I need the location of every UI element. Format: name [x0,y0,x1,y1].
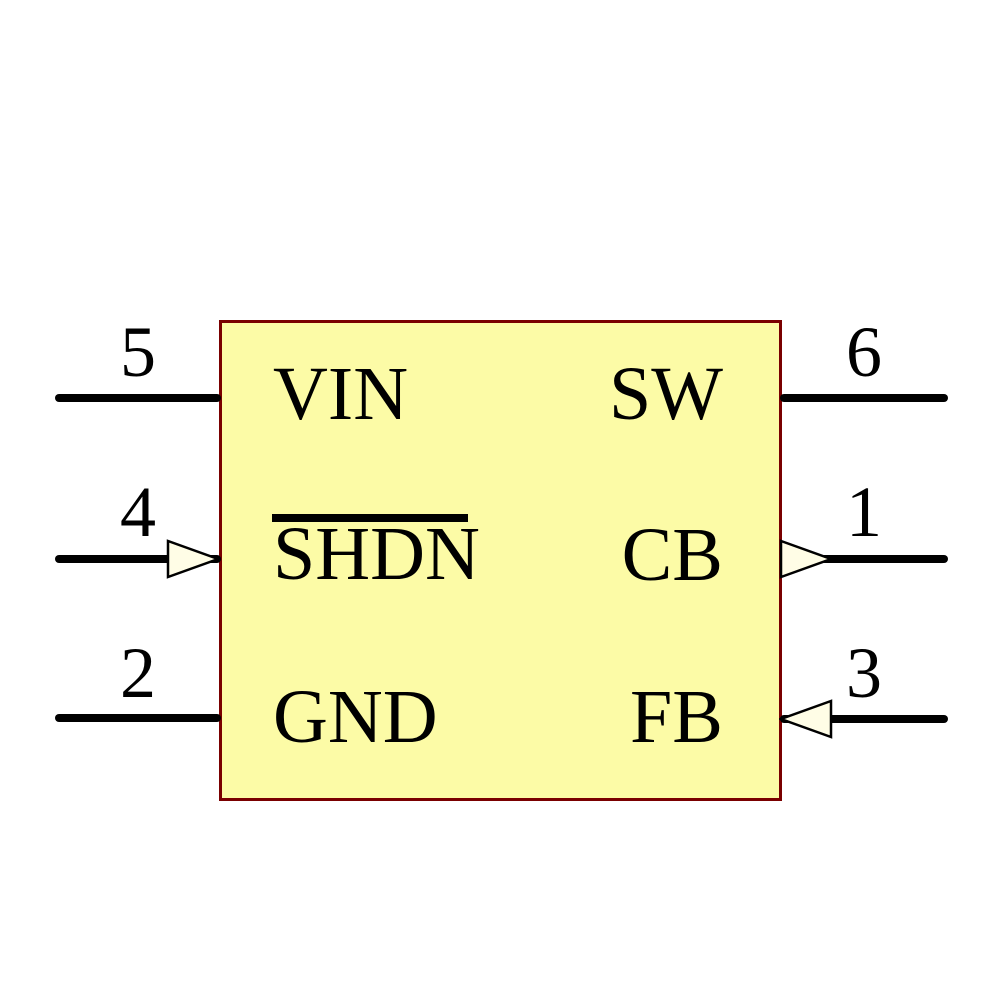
input-arrow-icon [779,699,833,739]
input-arrow-icon [166,539,220,579]
pin-sw-label: SW [609,352,723,436]
shdn-overline [272,514,468,522]
ic-body[interactable] [219,320,782,801]
pin-cb-label: CB [621,513,723,597]
pin-3-fb-wire[interactable] [780,715,948,723]
pin-gnd-label: GND [273,675,438,759]
pin-shdn-label: SHDN [273,512,480,596]
pin-4-number: 4 [120,472,156,552]
pin-6-number: 6 [846,312,882,392]
pin-fb-label: FB [630,675,723,759]
pin-2-gnd-wire[interactable] [55,714,221,722]
output-arrow-icon [779,539,833,579]
pin-5-vin-wire[interactable] [55,394,221,402]
pin-3-number: 3 [846,633,882,713]
pin-4-shdn-wire[interactable] [55,555,221,563]
pin-6-sw-wire[interactable] [780,394,948,402]
pin-vin-label: VIN [273,352,409,436]
pin-1-number: 1 [846,472,882,552]
pin-1-cb-wire[interactable] [780,555,948,563]
pin-2-number: 2 [120,633,156,713]
pin-5-number: 5 [120,312,156,392]
